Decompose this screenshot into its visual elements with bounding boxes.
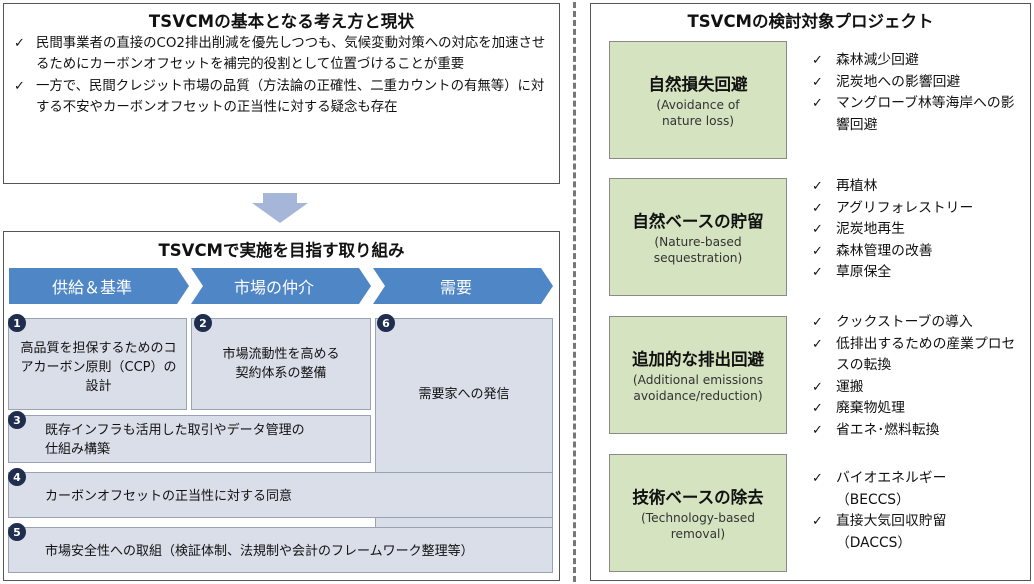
check-icon: ✓ [812,96,823,111]
initiative-4: カーボンオフセットの正当性に対する同意 [8,472,553,518]
initiative-1-text: 高品質を担保するためのコアカーボン原則（CCP）の設計 [20,341,177,394]
check-icon: ✓ [812,379,823,395]
category-4-name: 技術ベースの除去 [632,488,764,507]
list-item: ✓バイオエネルギー（BECCS） [812,470,947,508]
category-4-english: (Technology-based removal) [641,511,755,541]
number-badge-5: 5 [8,523,26,541]
initiative-2-text: 市場流動性を高める契約体系の整備 [222,347,340,381]
basic-concept-title: TSVCMの基本となる考え方と現状 [148,12,415,31]
check-icon: ✓ [14,36,25,51]
category-3-name: 追加的な排出回避 [632,350,764,369]
list-item: ✓マングローブ林等海岸への影響回避 [812,95,1015,133]
number-badge-3: 3 [8,411,26,429]
check-icon: ✓ [812,74,823,90]
number-badge-2: 2 [194,314,212,332]
initiatives-title: TSVCMで実施を目指す取り組み [158,241,405,260]
header-supply-standards: 供給＆基準 [9,268,189,304]
header-demand: 需要 [373,268,553,304]
check-icon: ✓ [812,315,823,330]
category-2-name: 自然ベースの貯留 [632,212,764,231]
projects-title: TSVCMの検討対象プロジェクト [687,12,934,31]
category-1-items: ✓森林減少回避 ✓泥炭地への影響回避 ✓マングローブ林等海岸への影響回避 [806,50,1030,136]
basic-bullet-2: ✓ 一方で、民間クレジット市場の品質（方法論の正確性、二重カウントの有無等）に対… [4,77,559,118]
initiative-2: 市場流動性を高める契約体系の整備 [191,318,371,410]
list-item: ✓再植林 [806,176,1030,198]
initiative-5: 市場安全性への取組（検証体制、法規制や会計のフレームワーク整理等） [8,527,553,573]
header-market-intermediary: 市場の仲介 [191,268,371,304]
initiative-1: 高品質を担保するためのコアカーボン原則（CCP）の設計 [8,318,187,410]
check-icon: ✓ [812,401,823,416]
down-arrow-icon [252,193,308,223]
basic-bullet-1-text: 民間事業者の直接のCO2排出削減を優先しつつも、気候変動対策への対応を加速させる… [36,36,546,72]
list-item: ✓アグリフォレストリー [806,198,1030,220]
category-3-english: (Additional emissions avoidance/reductio… [632,373,764,403]
list-item: ✓運搬 [806,377,1030,399]
number-badge-1: 1 [8,314,26,332]
check-icon: ✓ [812,422,823,438]
check-icon: ✓ [812,265,823,280]
list-item: ✓省エネ･燃料転換 [806,420,1030,442]
initiative-5-text: 市場安全性への取組（検証体制、法規制や会計のフレームワーク整理等） [45,544,474,559]
category-1-name: 自然損失回避 [648,75,748,94]
category-1-english: (Avoidance of nature loss) [656,98,740,128]
check-icon: ✓ [812,53,823,68]
category-2-english: (Nature-based sequestration) [653,235,743,265]
check-icon: ✓ [812,471,823,486]
list-item: ✓森林管理の改善 [806,241,1030,263]
category-additional-emissions-avoidance: 追加的な排出回避 (Additional emissions avoidance… [609,316,787,434]
check-icon: ✓ [812,222,823,237]
initiative-3: 既存インフラも活用した取引やデータ管理の仕組み構築 [8,415,371,463]
category-nature-based-sequestration: 自然ベースの貯留 (Nature-based sequestration) [609,178,787,296]
check-icon: ✓ [14,79,25,94]
check-icon: ✓ [812,200,823,216]
initiative-4-text: カーボンオフセットの正当性に対する同意 [45,489,293,504]
category-2-items: ✓再植林 ✓アグリフォレストリー ✓泥炭地再生 ✓森林管理の改善 ✓草原保全 [806,176,1030,284]
initiative-3-text: 既存インフラも活用した取引やデータ管理の仕組み構築 [45,423,305,457]
initiatives-panel: TSVCMで実施を目指す取り組み 供給＆基準 市場の仲介 需要 高品質を担保する… [3,231,560,581]
category-3-items: ✓クックストーブの導入 ✓低排出するための産業プロセスの転換 ✓運搬 ✓廃棄物処… [806,312,1030,441]
check-icon: ✓ [812,179,823,194]
list-item: ✓クックストーブの導入 [806,312,1030,334]
category-4-items: ✓バイオエネルギー（BECCS） ✓直接大気回収貯留（DACCS） [806,468,1030,554]
category-avoidance-nature-loss: 自然損失回避 (Avoidance of nature loss) [609,41,787,159]
list-item: ✓低排出するための産業プロセスの転換 [812,335,1016,374]
number-badge-6: 6 [377,314,395,332]
list-item: ✓泥炭地再生 [806,219,1030,241]
list-item: ✓泥炭地への影響回避 [806,72,1030,94]
check-icon: ✓ [812,514,823,529]
category-technology-based-removal: 技術ベースの除去 (Technology-based removal) [609,454,787,572]
list-item: ✓草原保全 [806,262,1030,284]
initiative-6-text: 需要家への発信 [418,387,510,402]
check-icon: ✓ [812,243,823,259]
basic-bullet-2-text: 一方で、民間クレジット市場の品質（方法論の正確性、二重カウントの有無等）に対する… [36,79,545,115]
list-item: ✓直接大気回収貯留（DACCS） [812,513,947,551]
list-item: ✓森林減少回避 [806,50,1030,72]
basic-bullet-1: ✓ 民間事業者の直接のCO2排出削減を優先しつつも、気候変動対策への対応を加速さ… [4,34,559,75]
check-icon: ✓ [812,336,823,352]
list-item: ✓廃棄物処理 [806,398,1030,420]
dashed-divider [573,2,576,582]
number-badge-4: 4 [8,468,26,486]
projects-panel: TSVCMの検討対象プロジェクト 自然損失回避 (Avoidance of na… [590,3,1031,581]
basic-concept-panel: TSVCMの基本となる考え方と現状 ✓ 民間事業者の直接のCO2排出削減を優先し… [3,3,560,184]
